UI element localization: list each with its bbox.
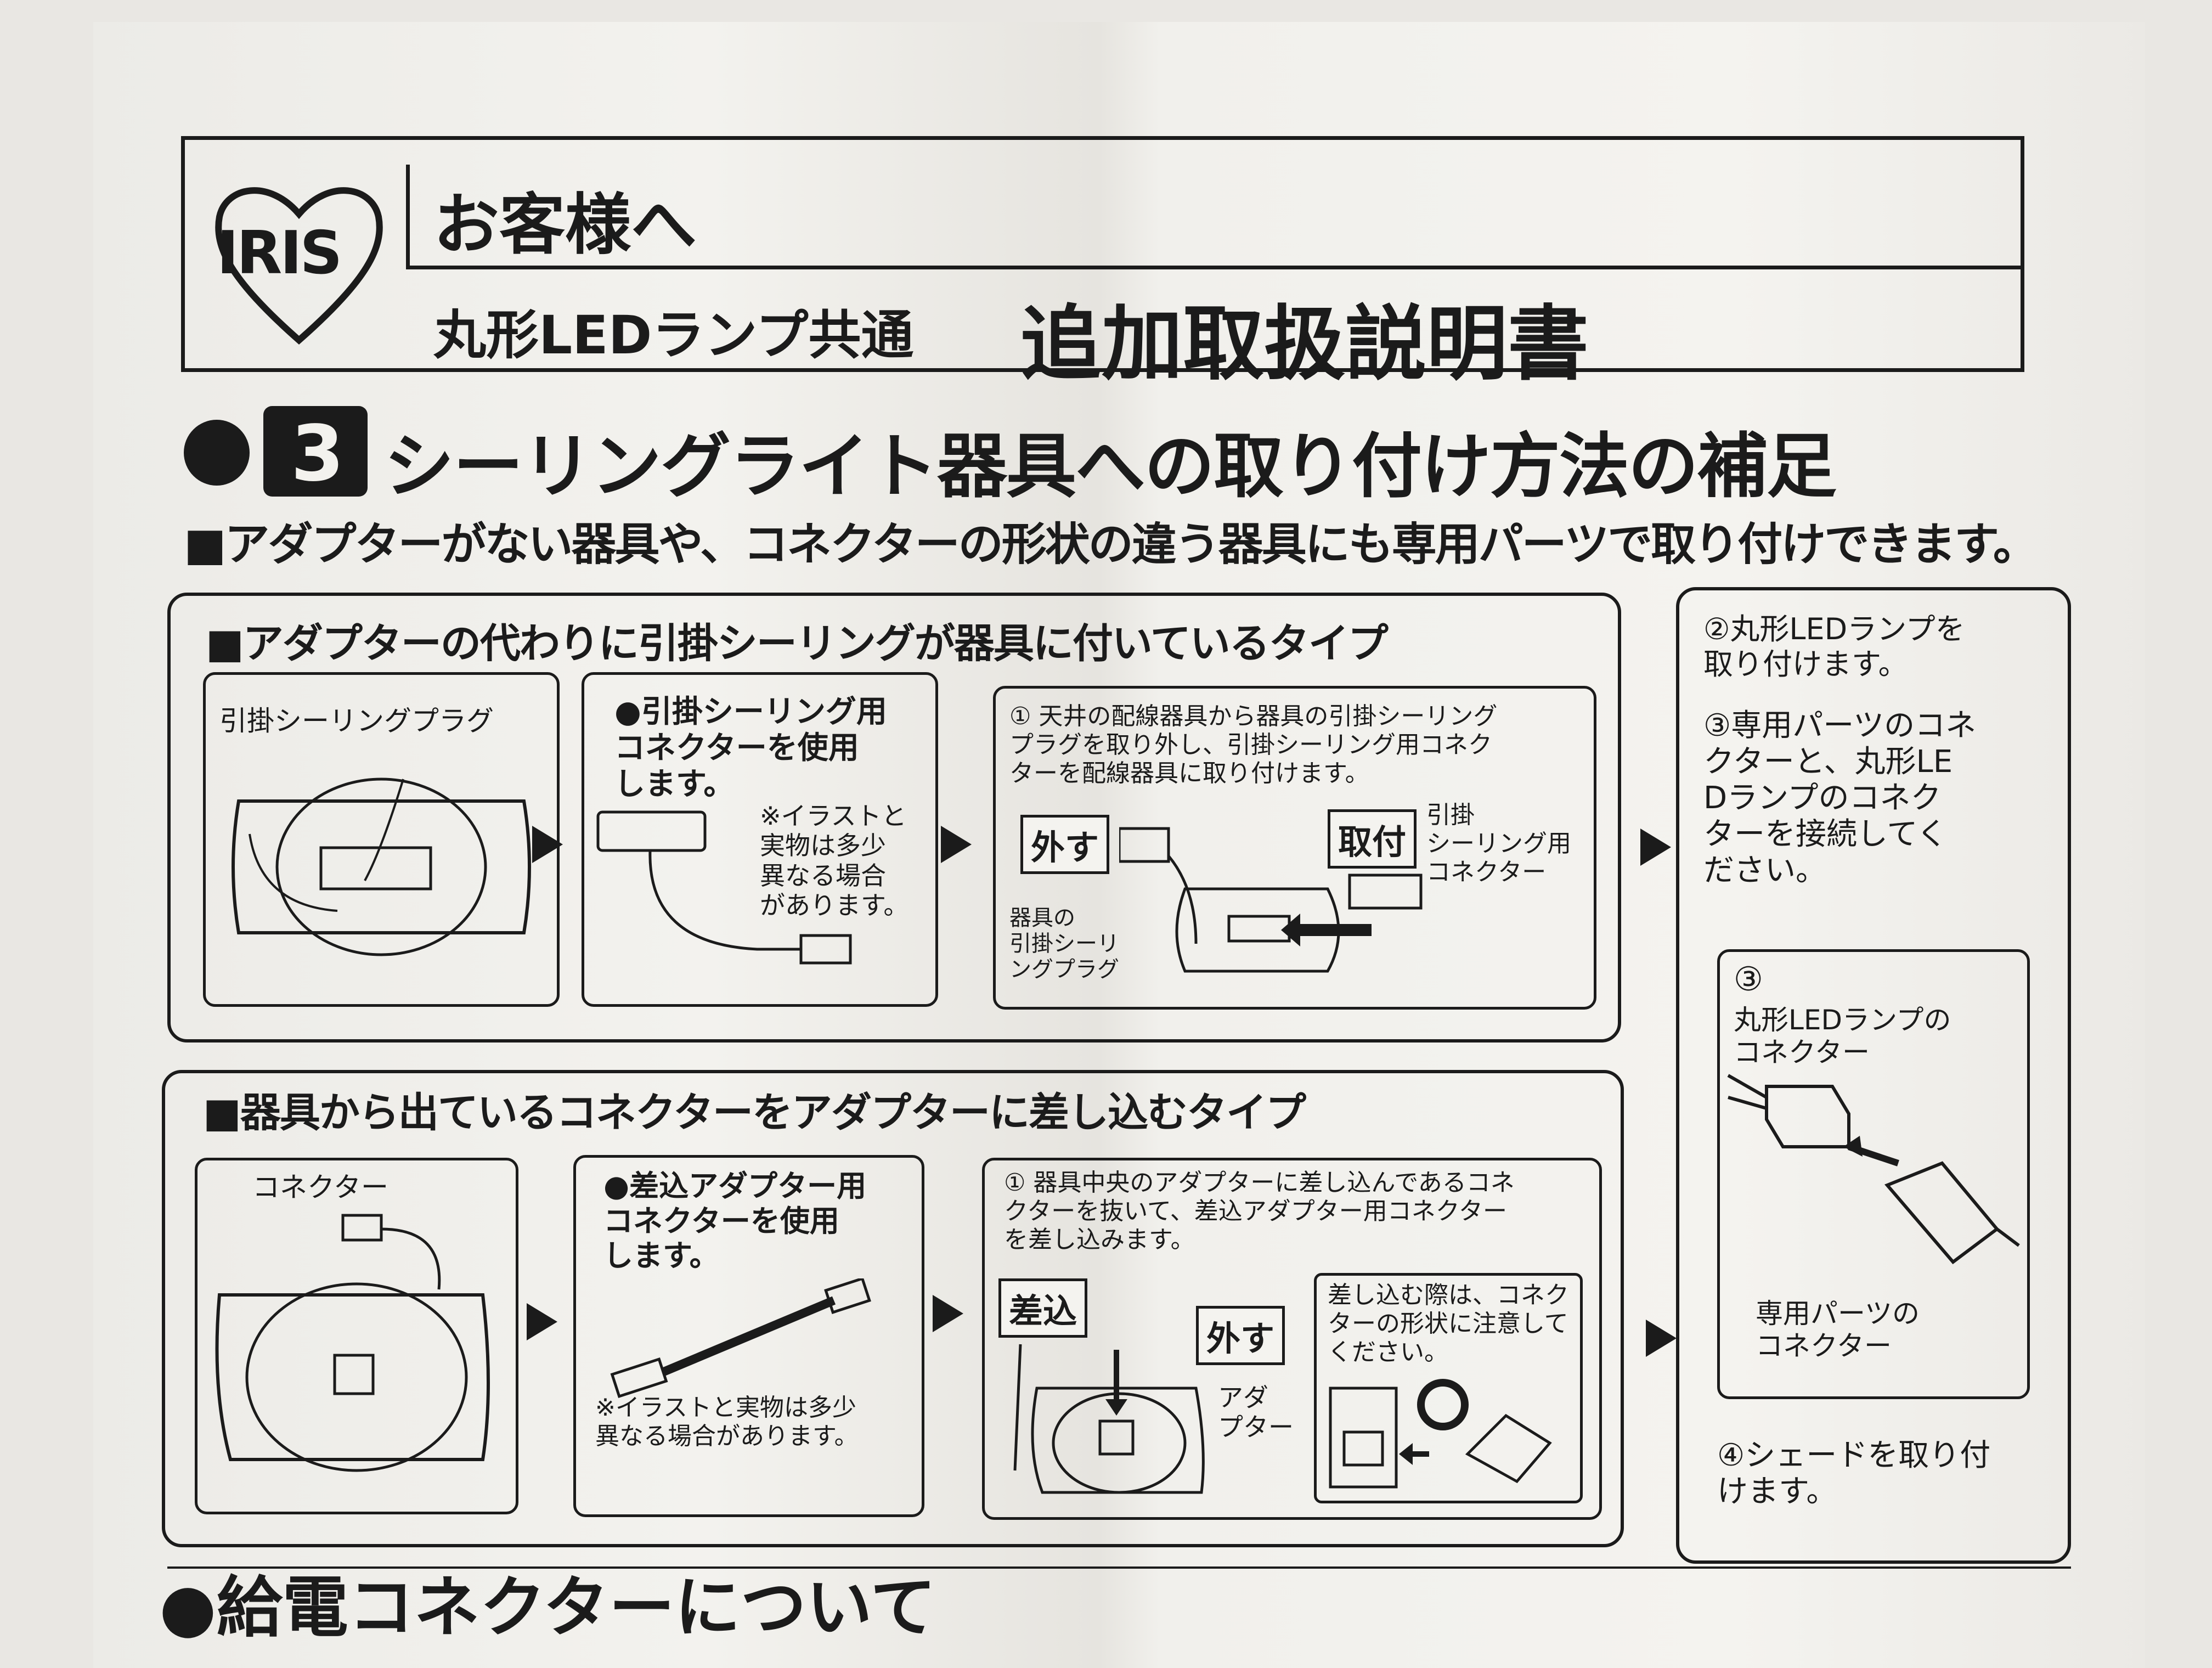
connector-shape-illustration: [1329, 1379, 1552, 1489]
header-frame: [181, 136, 2024, 372]
footer-heading: ●給電コネクターについて: [159, 1570, 936, 1646]
type-a-panel-2: [582, 672, 938, 1007]
flow-arrow: [532, 826, 563, 863]
type-a-frame: [167, 593, 1621, 1042]
ceiling-install-illustration: [1119, 827, 1423, 973]
iris-heart-logo: [215, 187, 383, 345]
inset-label-bottom: 専用パーツの コネクター: [1756, 1298, 1920, 1362]
flow-arrow: [1640, 829, 1671, 866]
type-a-panel-2-note: ※イラストと 実物は多少 異なる場合 があります。: [760, 801, 909, 920]
ceiling-fixture-illustration: [232, 777, 531, 956]
type-b-heading: ■器具から出ているコネクターをアダプターに差し込むタイプ: [203, 1089, 1306, 1136]
type-b-panel-2: [573, 1155, 924, 1517]
type-a-step-1: ① 天井の配線器具から器具の引掛シーリング プラグを取り外し、引掛シーリング用コ…: [1009, 702, 1498, 787]
header-divider: [406, 165, 410, 269]
footer-rule: [167, 1566, 2071, 1569]
attach-tag: 取付: [1328, 809, 1417, 869]
section-bullet: [184, 420, 250, 486]
section-number: 3: [291, 409, 345, 499]
type-a-panel-1-label: 引掛シーリングプラグ: [219, 705, 494, 737]
type-b-panel-2-note: ※イラストと実物は多少 異なる場合があります。: [595, 1394, 859, 1450]
type-a-panel-3: [993, 686, 1596, 1010]
type-b-step-1: ① 器具中央のアダプターに差し込んであるコネ クターを抜いて、差込アダプター用コ…: [1004, 1169, 1515, 1254]
lamp-connector-illustration: [1727, 1074, 2020, 1265]
subtitle-main: 追加取扱説明書: [1020, 297, 1589, 391]
section-title: シーリングライト器具への取り付け方法の補足: [384, 426, 1837, 508]
header-rule: [406, 266, 2024, 269]
type-a-label-left: 器具の 引掛シーリ ングプラグ: [1009, 905, 1119, 983]
section-number-badge: [263, 406, 368, 497]
type-b-panel-1-label: コネクター: [252, 1171, 388, 1203]
type-a-label-right: 引掛 シーリング用 コネクター: [1426, 801, 1571, 886]
flow-arrow: [527, 1303, 557, 1340]
inset-label-top: 丸形LEDランプの コネクター: [1734, 1004, 1951, 1068]
type-b-panel-3: [982, 1158, 1602, 1520]
step-3-text: ③専用パーツのコネ クターと、丸形LE Dランプのコネク ターを接続してく ださ…: [1703, 708, 1977, 889]
ceiling-connector-illustration: [596, 810, 852, 965]
remove-tag: 外す: [1020, 815, 1110, 874]
adapter-install-illustration: [1013, 1344, 1205, 1494]
subtitle-prefix: 丸形LEDランプ共通: [433, 305, 914, 366]
insertion-note-box: [1314, 1273, 1583, 1503]
right-column-frame: [1676, 587, 2071, 1564]
type-b-frame: [162, 1070, 1624, 1547]
adapter-connector-illustration: [610, 1278, 871, 1399]
type-b-panel-2-title: ●差込アダプター用 コネクターを使用 します。: [603, 1169, 867, 1273]
type-a-heading: ■アダプターの代わりに引掛シーリングが器具に付いているタイプ: [206, 620, 1389, 667]
step-2-text: ②丸形LEDランプを 取り付けます。: [1703, 612, 1965, 681]
step-4-text: ④シェードを取り付 けます。: [1717, 1438, 1991, 1510]
remove-tag: 外す: [1196, 1306, 1285, 1365]
fixture-connector-illustration: [215, 1214, 490, 1472]
flow-arrow: [1646, 1320, 1677, 1357]
adapter-label: アダ プター: [1218, 1383, 1294, 1442]
type-b-panel-1: [195, 1158, 518, 1514]
flow-arrow: [941, 826, 972, 863]
connector-inset: [1717, 949, 2030, 1399]
insert-tag: 差込: [998, 1278, 1088, 1338]
insertion-note: 差し込む際は、コネク ターの形状に注意して ください。: [1328, 1281, 1569, 1366]
brand-logo-text: IRIS: [217, 219, 342, 288]
section-intro: ■アダプターがない器具や、コネクターの形状の違う器具にも専用パーツで取り付けでき…: [184, 519, 2038, 571]
inset-number: ③: [1734, 960, 1763, 999]
greeting-title: お客様へ: [433, 187, 697, 263]
type-a-panel-2-title: ●引掛シーリング用 コネクターを使用 します。: [614, 694, 887, 803]
flow-arrow: [933, 1295, 963, 1332]
